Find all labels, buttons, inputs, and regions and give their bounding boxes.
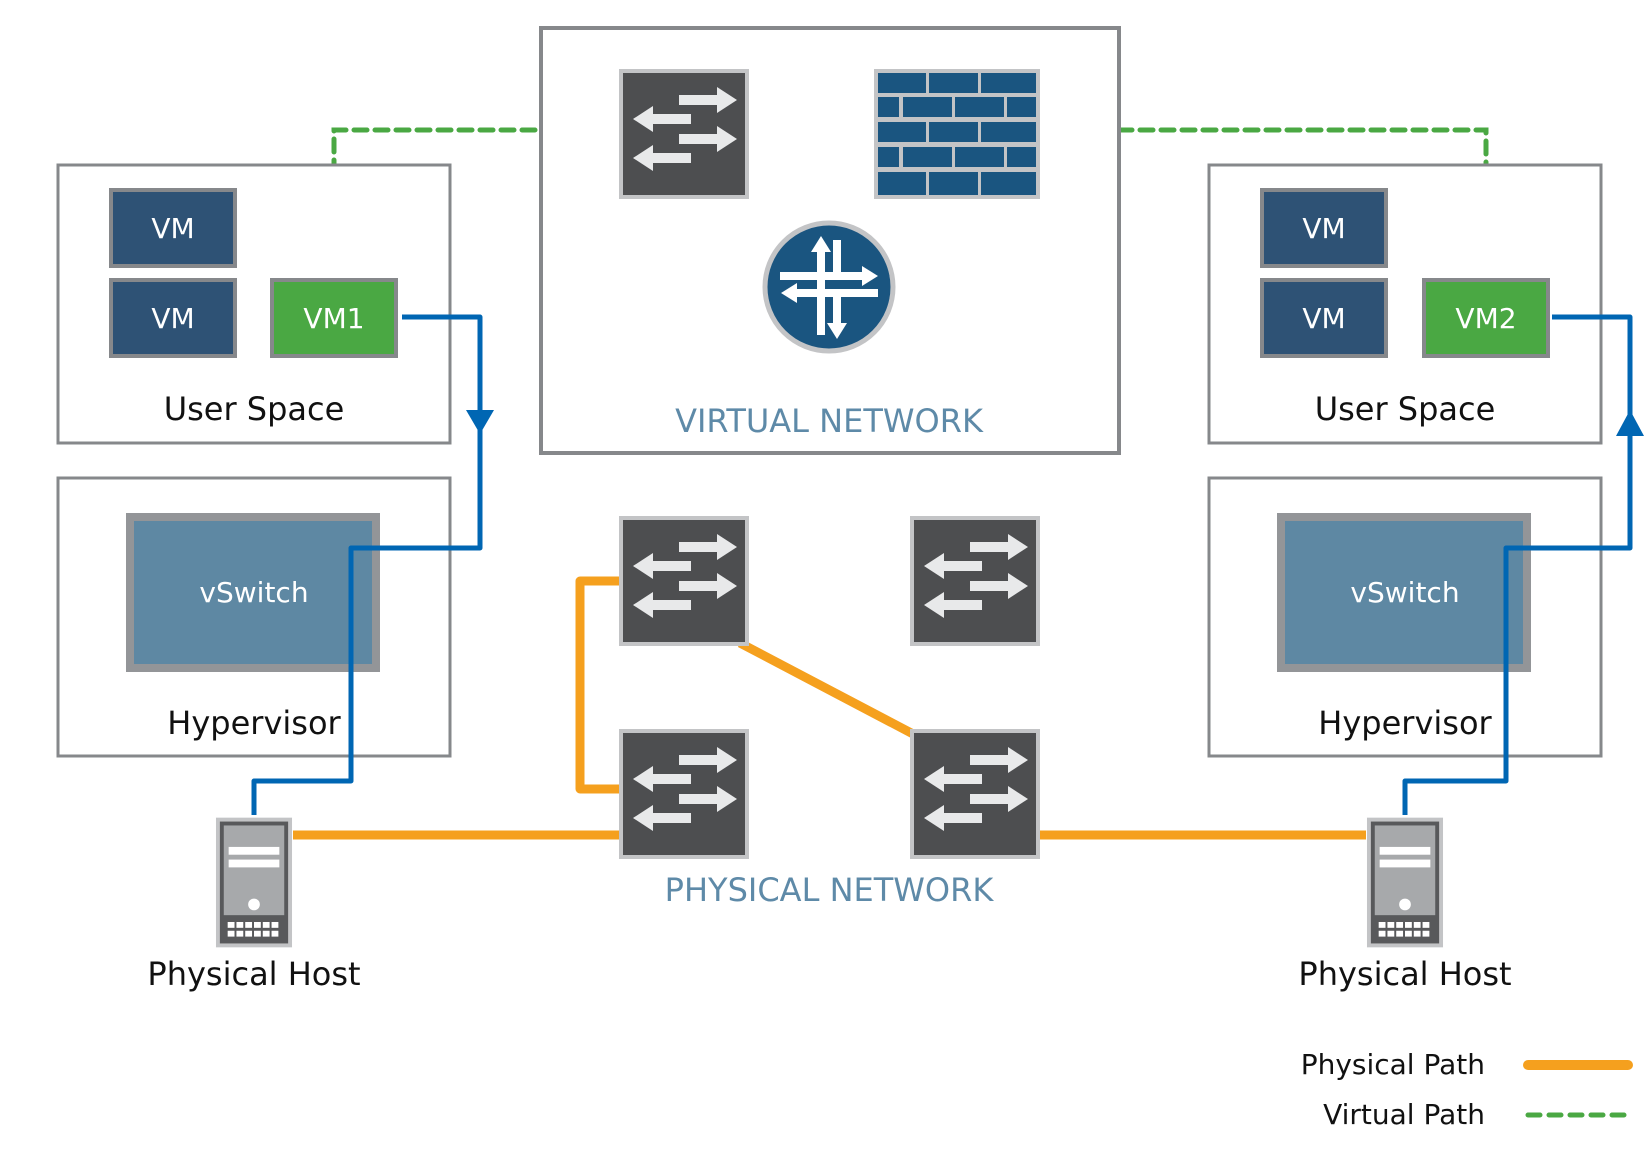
down-arrow-icon xyxy=(466,410,494,434)
physical-network-label: PHYSICAL NETWORK xyxy=(665,871,995,909)
right-hypervisor-label: Hypervisor xyxy=(1318,704,1492,742)
legend-item-physical-path: Physical Path xyxy=(1301,1048,1633,1081)
svg-text:vSwitch: vSwitch xyxy=(199,576,308,609)
left-hypervisor-label: Hypervisor xyxy=(167,704,341,742)
left-tunnel-path xyxy=(251,314,483,815)
right-vswitch[interactable]: vSwitch xyxy=(1277,513,1531,672)
svg-text:VM: VM xyxy=(1302,212,1345,245)
right-user-space-panel: VM VM VM2 User Space xyxy=(1207,163,1603,445)
left-server-icon[interactable] xyxy=(215,817,293,948)
right-server-icon[interactable] xyxy=(1366,817,1444,948)
svg-text:VM1: VM1 xyxy=(303,302,364,335)
left-user-space-panel: VM VM VM1 User Space xyxy=(56,163,452,445)
physical-path-lines xyxy=(293,576,1366,840)
router-icon xyxy=(762,220,896,354)
physical-switch-2-icon[interactable] xyxy=(910,516,1040,646)
svg-text:VM: VM xyxy=(1302,302,1345,335)
right-tunnel-path xyxy=(1402,314,1633,815)
physical-link-diagonal xyxy=(737,639,918,739)
legend-item-virtual-path: Virtual Path xyxy=(1323,1098,1631,1131)
virtual-network-panel: VIRTUAL NETWORK xyxy=(539,26,1121,455)
left-host: VM VM VM1 User Space vSwitch Hypervisor … xyxy=(56,163,452,993)
svg-text:vSwitch: vSwitch xyxy=(1350,576,1459,609)
right-physical-host-label: Physical Host xyxy=(1298,955,1511,993)
right-hypervisor-panel: vSwitch Hypervisor xyxy=(1207,476,1603,758)
left-physical-host-label: Physical Host xyxy=(147,955,360,993)
left-vm-1[interactable]: VM xyxy=(109,188,237,268)
physical-switch-4-icon[interactable] xyxy=(910,729,1040,859)
vm2-box[interactable]: VM2 xyxy=(1422,278,1550,358)
svg-text:Virtual Path: Virtual Path xyxy=(1323,1098,1485,1131)
svg-text:VM2: VM2 xyxy=(1455,302,1516,335)
physical-switch-3-icon[interactable] xyxy=(619,729,749,859)
legend: Physical Path Virtual Path xyxy=(1301,1048,1633,1131)
virtual-network-label: VIRTUAL NETWORK xyxy=(675,402,984,440)
left-user-space-label: User Space xyxy=(164,390,345,428)
left-hypervisor-panel: vSwitch Hypervisor xyxy=(56,476,452,758)
right-vm-2[interactable]: VM xyxy=(1260,278,1388,358)
right-host: VM VM VM2 User Space vSwitch Hypervisor … xyxy=(1207,163,1603,993)
virtual-switch-icon xyxy=(619,69,749,199)
physical-switch-1-icon[interactable] xyxy=(619,516,749,646)
tunnel-path-lines xyxy=(251,314,1644,815)
svg-text:Physical Path: Physical Path xyxy=(1301,1048,1485,1081)
svg-text:VM: VM xyxy=(151,302,194,335)
up-arrow-icon xyxy=(1616,410,1644,436)
right-vm-1[interactable]: VM xyxy=(1260,188,1388,268)
svg-text:VM: VM xyxy=(151,212,194,245)
left-vm-2[interactable]: VM xyxy=(109,278,237,358)
physical-link-switch-loop xyxy=(575,576,619,794)
vm1-box[interactable]: VM1 xyxy=(270,278,398,358)
firewall-icon xyxy=(874,69,1040,199)
right-user-space-label: User Space xyxy=(1315,390,1496,428)
physical-network-panel: PHYSICAL NETWORK xyxy=(619,516,1040,909)
left-vswitch[interactable]: vSwitch xyxy=(126,513,380,672)
